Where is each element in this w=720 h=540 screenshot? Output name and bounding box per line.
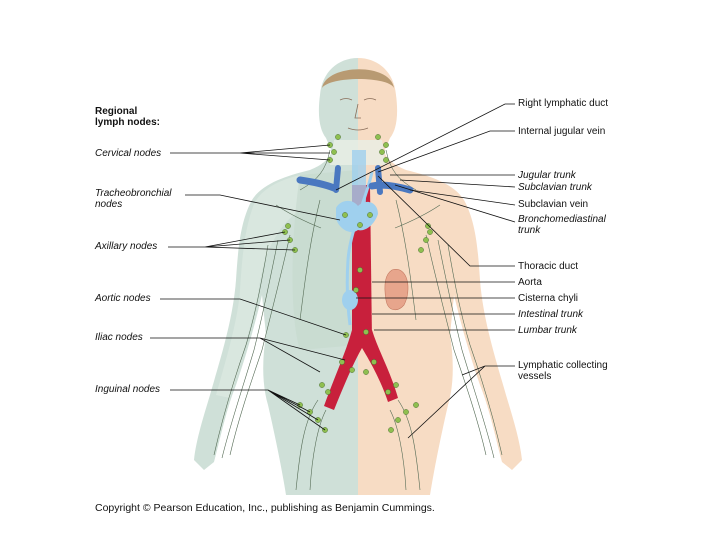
lymph-node [339, 359, 345, 365]
lymph-node [363, 369, 369, 375]
lymph-node [383, 142, 389, 148]
leader-subclavian-vein [409, 189, 516, 206]
lymph-node [383, 157, 389, 163]
hair [322, 69, 394, 88]
leader-subclavian-trunk [399, 179, 516, 188]
nose [354, 103, 361, 119]
lymphatic-vessel [299, 199, 321, 321]
lymphatic-vessel [299, 149, 331, 191]
trachea [352, 150, 366, 208]
lymph-node [342, 212, 348, 218]
body-right-half [194, 58, 358, 495]
right-subclavian-vein [296, 176, 338, 192]
label-cervical-nodes: Cervical nodes [95, 148, 162, 159]
leader-cervical [170, 144, 331, 161]
label-internal-jugular-vein: Internal jugular vein [518, 126, 606, 137]
label-aorta: Aorta [518, 277, 542, 288]
eye-right [363, 98, 377, 101]
leader-lines [150, 103, 516, 439]
lymphatic-vessel [395, 199, 417, 321]
leader-axillary [168, 231, 296, 251]
heart [384, 269, 409, 310]
leader-lymphatic-collecting-vessels [407, 365, 515, 439]
lymph-node [349, 367, 355, 373]
lymph-node [285, 223, 291, 229]
leader-internal-jugular-vein [377, 130, 515, 173]
lymphatic-vessel [229, 234, 291, 456]
lymph-node [363, 329, 369, 335]
lymph-node [425, 223, 431, 229]
label-aortic-nodes: Aortic nodes [95, 293, 151, 304]
lymph-node [379, 149, 385, 155]
lymphatic-vessels [213, 149, 503, 491]
body-left-half [358, 58, 522, 495]
label-tracheobronchial-nodes: Tracheobronchial nodes [95, 188, 172, 210]
lymphatic-vessel [221, 239, 279, 459]
leader-aortic [160, 298, 347, 336]
lymph-node [427, 229, 433, 235]
lymph-node [385, 389, 391, 395]
label-inguinal-nodes: Inguinal nodes [95, 384, 161, 395]
label-lymphatic-collecting-vessels: Lymphatic collecting vessels [518, 360, 608, 382]
face [322, 69, 394, 131]
label-intestinal-trunk: Intestinal trunk [518, 309, 584, 320]
label-cisterna-chyli: Cisterna chyli [518, 293, 579, 304]
lymph-node [375, 134, 381, 140]
label-subclavian-trunk: Subclavian trunk [518, 182, 592, 193]
label-bronchomediastinal-trunk: Bronchomediastinal trunk [518, 214, 606, 236]
lymph-node [418, 247, 424, 253]
leader-tracheobronchial [185, 194, 341, 221]
copyright-notice: Copyright © Pearson Education, Inc., pub… [95, 502, 435, 514]
lymphatic-vessel [425, 234, 487, 456]
lymph-node [353, 287, 359, 293]
lymph-node [371, 359, 377, 365]
lymph-node [403, 409, 409, 415]
lymph-node [319, 382, 325, 388]
lymphatic-vessel [447, 244, 503, 456]
label-right-lymphatic-duct: Right lymphatic duct [518, 98, 609, 109]
label-axillary-nodes: Axillary nodes [95, 241, 158, 252]
ducts [336, 150, 378, 326]
lymph-node [367, 212, 373, 218]
label-iliac-nodes: Iliac nodes [95, 332, 143, 343]
label-subclavian-vein: Subclavian vein [518, 199, 589, 210]
leader-right-lymphatic-duct [335, 103, 515, 191]
lymphatic-vessel [394, 204, 441, 229]
lymph-node [388, 427, 394, 433]
lymph-node [413, 402, 419, 408]
lymphatic-vessel [437, 239, 495, 459]
lymph-node [335, 134, 341, 140]
right-internal-jugular [333, 165, 341, 193]
leader-iliac [150, 337, 346, 373]
lymph-node [357, 267, 363, 273]
lymph-node [423, 237, 429, 243]
lymphatic-vessel [397, 399, 421, 491]
lymphatic-vessel [309, 409, 327, 491]
lymph-node [357, 222, 363, 228]
leader-bronchomediastinal-trunk [394, 184, 516, 223]
lymphatic-vessel [295, 399, 319, 491]
mouth [347, 127, 369, 131]
leader-thoracic-duct [377, 175, 515, 267]
right-upper-limb-zone [216, 175, 300, 398]
lymph-node [325, 389, 331, 395]
eye-left [339, 98, 353, 101]
label-jugular-trunk: Jugular trunk [518, 170, 576, 181]
left-subclavian-vein [368, 181, 414, 194]
cisterna-chyli [342, 290, 358, 310]
label-thoracic-duct: Thoracic duct [518, 261, 579, 272]
iliac-arteries [324, 330, 398, 410]
lymph-node [393, 382, 399, 388]
label-lumbar-trunk: Lumbar trunk [518, 325, 577, 336]
lymph-node [395, 417, 401, 423]
lymph-node [331, 149, 337, 155]
left-heading: Regional lymph nodes: [95, 106, 161, 128]
tracheobronchial-region [336, 200, 378, 233]
lymphatic-vessel [389, 409, 407, 491]
leader-inguinal [170, 389, 326, 431]
lymphatic-vessel [213, 244, 269, 456]
